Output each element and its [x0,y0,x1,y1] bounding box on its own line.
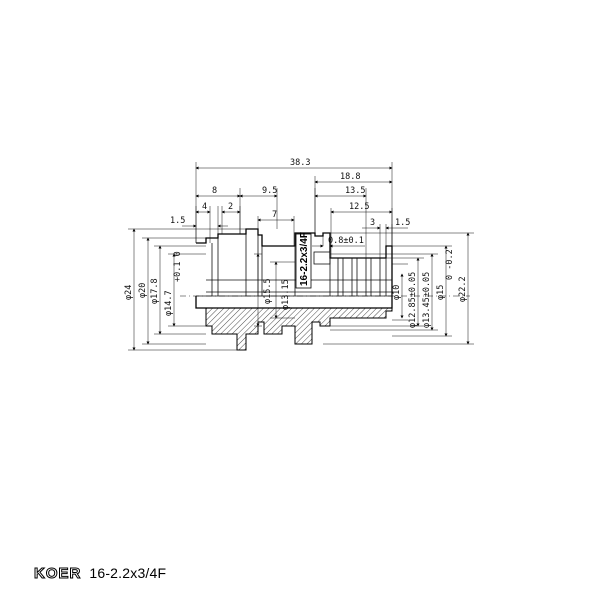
dim-9-5: 9.5 [262,186,277,196]
dim-18-8: 18.8 [340,172,360,182]
left-dimensions: φ24 φ20 φ17.8 φ14.7 +0.1 0 φ15.5 φ13.15 [124,228,295,351]
dim-12-5: 12.5 [349,202,369,212]
dim-13-5: 13.5 [345,186,365,196]
part-section-lower [195,295,393,351]
part-label-box: 16-2.2x3/4F [295,232,312,289]
part-label: 16-2.2x3/4F [299,232,310,286]
dim-phi-15-5: φ15.5 [263,278,273,304]
dim-phi-17-8: φ17.8 [150,278,160,304]
dim-2: 2 [228,202,233,212]
dim-phi-15-tol: 0 -0.2 [445,249,455,280]
right-dimensions: φ10 φ12.85±0.05 φ13.45±0.05 φ15 0 -0.2 φ… [323,232,474,345]
footer-brand: KOER 16-2.2x3/4F [33,565,167,583]
dim-phi-14-7: φ14.7 [164,290,174,316]
dim-phi-10: φ10 [392,285,402,300]
model-number: 16-2.2x3/4F [89,565,167,581]
dim-phi-15: φ15 [436,285,446,300]
dim-0-8: 0.8±0.1 [328,236,364,246]
dim-phi-22-2: φ22.2 [458,276,468,302]
dim-3: 3 [370,218,375,228]
dim-1-5-left: 1.5 [170,216,185,226]
dim-phi-13-45: φ13.45±0.05 [422,272,432,328]
dim-7: 7 [272,210,277,220]
top-dimensions: 38.3 18.8 8 9.5 13.5 4 2 12.5 1.5 7 3 1.… [170,158,410,258]
brand-logo: KOER [33,565,82,583]
dim-1-5-right: 1.5 [395,218,410,228]
dim-8: 8 [212,186,217,196]
dim-phi-13-15: φ13.15 [281,279,291,310]
dim-phi-20: φ20 [138,283,148,298]
dim-phi-24: φ24 [124,285,134,300]
dim-38-3: 38.3 [290,158,310,168]
dim-phi-14-7-tol: +0.1 0 [173,251,183,282]
dim-4: 4 [202,202,207,212]
dim-phi-12-85: φ12.85±0.05 [408,272,418,328]
